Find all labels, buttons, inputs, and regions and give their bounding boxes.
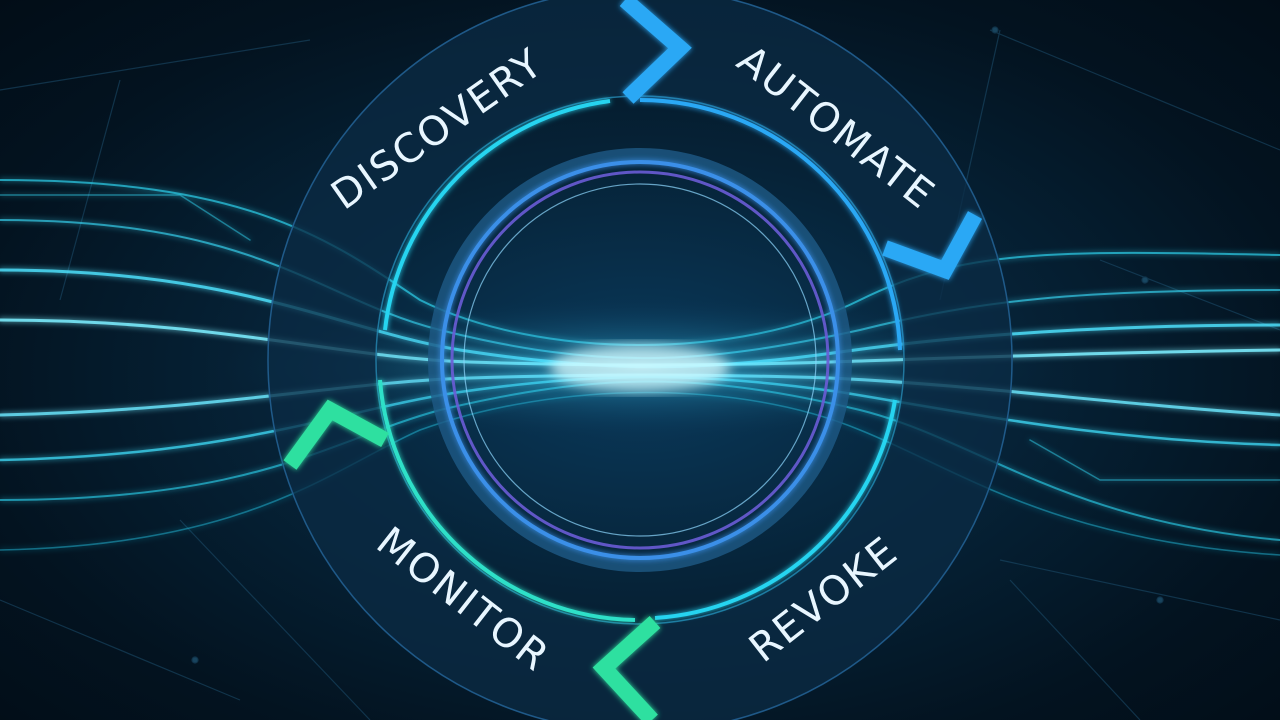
inner-ring-purple — [450, 170, 830, 550]
arrow-left — [283, 399, 389, 470]
outer-band-edge — [267, 0, 1013, 720]
inner-ring-blue — [440, 160, 840, 560]
arrow-right — [882, 211, 983, 280]
arrow-top — [619, 0, 692, 104]
cycle-ring — [378, 98, 902, 622]
background-network — [0, 26, 1280, 720]
cycle-arrows — [283, 0, 983, 720]
inner-ring-thin — [463, 183, 817, 537]
inner-ring-dark — [428, 148, 852, 572]
outer-band — [267, 0, 1013, 720]
arrow-bottom — [592, 616, 661, 720]
center-flare — [550, 344, 730, 392]
